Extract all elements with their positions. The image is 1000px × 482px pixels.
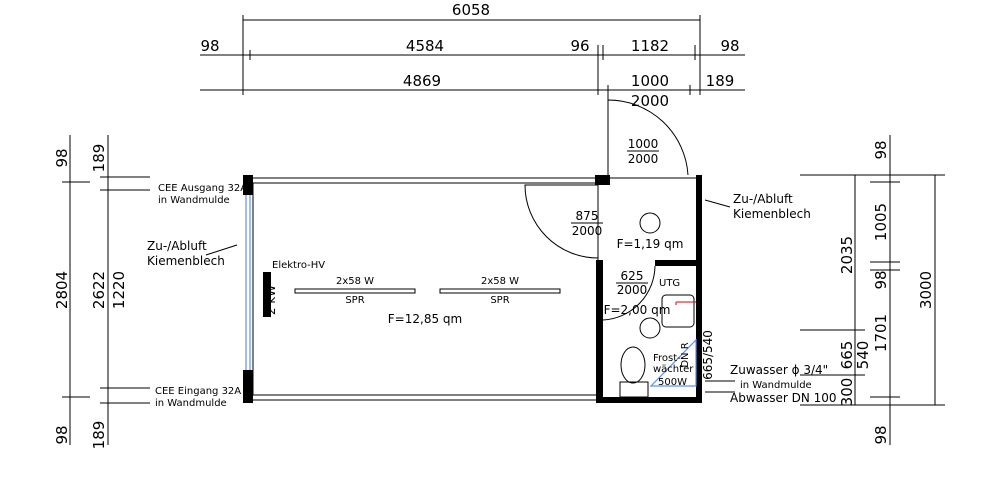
cee-output-label: CEE Ausgang 32A (158, 183, 247, 194)
light-1-label: 2x58 W (336, 276, 374, 287)
heater-power: 2 kW (264, 285, 278, 315)
right-dimensions: 2035 665 540 300 98 1005 98 1701 98 3000 (800, 135, 945, 445)
vent-left-sub: Kiemenblech (147, 254, 225, 268)
dim-right: 1182 (631, 37, 669, 55)
vent-right-label: Zu-/Abluft (733, 192, 793, 206)
frost-label: Frost- (653, 353, 681, 364)
cee-input-sub: in Wandmulde (155, 398, 227, 409)
dim-right-offset: 189 (706, 72, 735, 90)
dim-1005: 1005 (872, 203, 890, 241)
light-2-label: 2x58 W (481, 276, 519, 287)
frost-sub: wächter (653, 364, 694, 375)
door-wc-width: 625 (621, 269, 644, 283)
dim-left-top-offset: 189 (90, 144, 108, 173)
dim-left-total: 2804 (53, 271, 71, 309)
dim-2035: 2035 (838, 236, 856, 274)
dim-door-width: 1000 (631, 72, 669, 90)
dim-left-bottom-wall: 98 (53, 425, 71, 444)
left-dimensions: 98 2804 98 189 2622 1220 189 (53, 135, 150, 449)
dim-3000: 3000 (917, 271, 935, 309)
dim-right-top-wall: 98 (872, 140, 890, 159)
vent-left-label: Zu-/Abluft (147, 239, 207, 253)
door-wc-height: 2000 (617, 283, 648, 297)
utg-label: UTG (659, 278, 680, 289)
doors (524, 99, 689, 321)
dim-300: 300 (838, 378, 856, 407)
cee-output-sub: in Wandmulde (158, 195, 230, 206)
dim-right-mid-wall: 98 (872, 270, 890, 289)
door-int-height: 2000 (572, 224, 603, 238)
fixtures (263, 212, 697, 398)
dim-left-wall: 98 (200, 37, 219, 55)
dim-right-bottom-wall: 98 (872, 425, 890, 444)
door-int-width: 875 (576, 209, 599, 223)
dim-main: 4584 (406, 37, 444, 55)
light-1-sub: SPR (345, 295, 364, 306)
area-main: F=12,85 qm (388, 312, 462, 326)
top-dimensions: 6058 98 4584 96 1182 98 4869 1000 189 20… (200, 1, 745, 175)
dim-left-top-wall: 98 (53, 148, 71, 167)
dim-right-wall: 98 (720, 37, 739, 55)
door-ext-height: 2000 (628, 152, 659, 166)
dim-partition: 96 (570, 37, 589, 55)
dim-665: 665 (838, 341, 856, 370)
door-ext-width: 1000 (628, 137, 659, 151)
dim-540: 540 (854, 341, 872, 370)
dim-door-height: 2000 (631, 92, 669, 110)
dim-window: 1220 (110, 271, 128, 309)
walls (243, 175, 702, 403)
area-wc: F=2,00 qm (604, 303, 671, 317)
water-in-label: Zuwasser ϕ 3/4" (730, 363, 828, 377)
dim-inner-main: 4869 (403, 72, 441, 90)
dim-1701: 1701 (872, 314, 890, 352)
vent-right-sub: Kiemenblech (733, 207, 811, 221)
area-entry: F=1,19 qm (617, 237, 684, 251)
dim-total-width: 6058 (452, 1, 490, 19)
light-2-sub: SPR (490, 295, 509, 306)
dim-left-inner: 2622 (90, 271, 108, 309)
dim-left-bottom-offset: 189 (90, 421, 108, 450)
dn-label: DN R (680, 342, 691, 367)
heater-label: Elektro-HV (272, 260, 325, 271)
dim-wc-window: 665/540 (701, 330, 715, 380)
annotations: CEE Ausgang 32A in Wandmulde CEE Eingang… (147, 137, 837, 409)
frost-power: 500W (658, 377, 687, 388)
cee-input-label: CEE Eingang 32A (155, 386, 241, 397)
water-out-label: Abwasser DN 100 (730, 391, 837, 405)
water-in-sub: in Wandmulde (740, 380, 812, 391)
